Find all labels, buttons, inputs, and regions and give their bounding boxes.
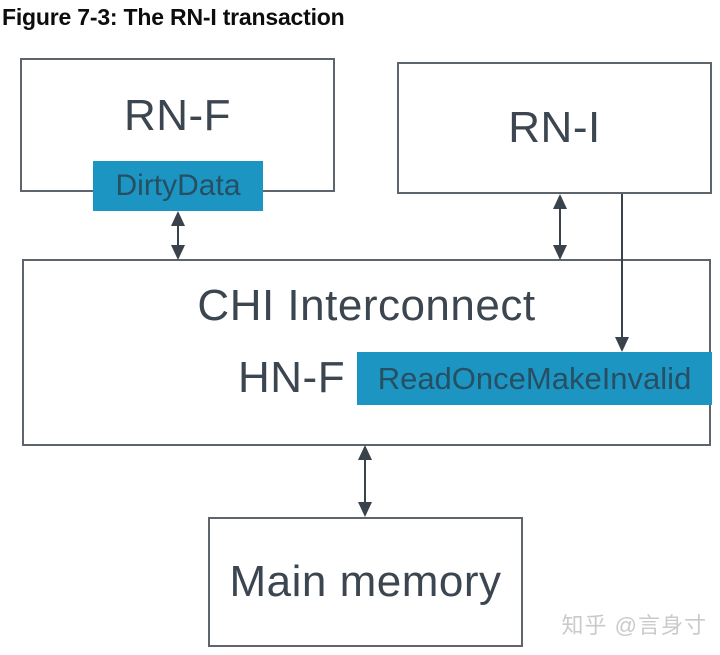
- hnf-node-label: HN-F: [238, 353, 346, 402]
- chi-interconnect-label: CHI Interconnect: [197, 281, 536, 330]
- dirtydata-message-label: DirtyData: [93, 161, 263, 211]
- main-memory-node-label: Main memory: [229, 557, 502, 606]
- rni-node: RN-I: [397, 62, 712, 194]
- arrow-rni-chi: [553, 194, 567, 260]
- zhihu-watermark: 知乎 @言身寸: [561, 613, 707, 638]
- arrow-chi-mainmemory: [358, 445, 372, 517]
- rnf-node-label: RN-F: [123, 91, 232, 140]
- main-memory-node: Main memory: [208, 517, 523, 647]
- rni-node-label: RN-I: [508, 103, 601, 152]
- figure-title: Figure 7-3: The RN-I transaction: [2, 4, 345, 30]
- arrow-dirtydata-chi: [171, 211, 185, 260]
- readoncemakeinvalid-message-label: ReadOnceMakeInvalid: [357, 352, 712, 405]
